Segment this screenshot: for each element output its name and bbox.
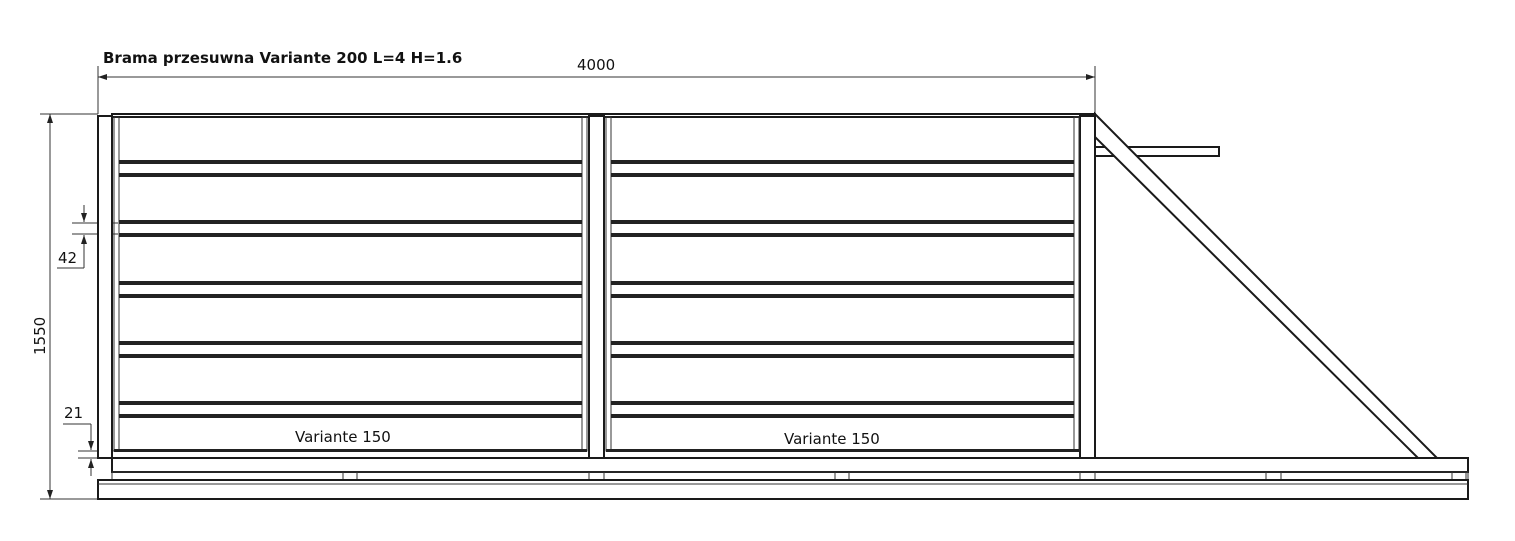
panel-1-slats [114, 160, 587, 452]
height-label: 1550 [31, 317, 49, 355]
inner-frame [1073, 116, 1080, 452]
slat-gap-label: 42 [58, 249, 77, 267]
panel-1-label: Variante 150 [295, 428, 391, 446]
bottom-gap-label: 21 [64, 404, 83, 422]
inner-frame [113, 116, 120, 452]
panel-2-label: Variante 150 [784, 430, 880, 448]
right-post [1079, 115, 1096, 459]
base-rail [97, 479, 1469, 500]
panel-2-slats [606, 160, 1079, 452]
inner-frame [581, 116, 588, 452]
bottom-gap-dimension: 21 [63, 404, 118, 476]
rail-spacers [111, 471, 1469, 481]
diagonal-brace [1094, 111, 1440, 459]
bottom-rail [111, 457, 1469, 473]
drawing-title: Brama przesuwna Variante 200 L=4 H=1.6 [103, 49, 462, 67]
left-post [97, 115, 113, 459]
height-dimension: 1550 [31, 113, 98, 500]
middle-post [588, 115, 605, 459]
width-label: 4000 [577, 56, 615, 74]
inner-frame [605, 116, 612, 452]
width-dimension: 4000 [97, 56, 1096, 114]
guide-arm [1094, 146, 1220, 157]
